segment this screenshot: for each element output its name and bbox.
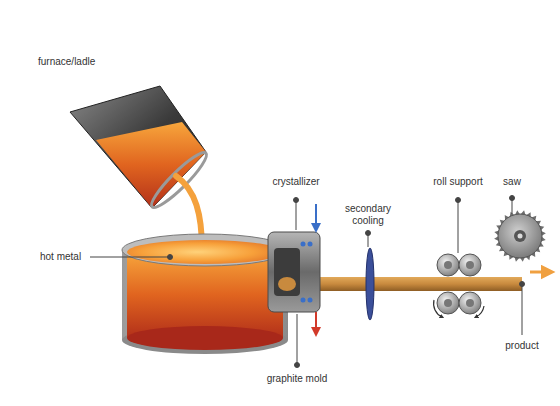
saw-teeth bbox=[494, 210, 546, 262]
part-label: furnace/ladle bbox=[38, 56, 95, 68]
cast-bar bbox=[288, 277, 522, 291]
crystallizer-mold bbox=[268, 204, 320, 332]
part-label: hot metal bbox=[40, 251, 81, 263]
tundish bbox=[122, 234, 288, 354]
feed-arrow bbox=[530, 271, 548, 274]
cooling-ring bbox=[366, 248, 374, 320]
part-label: crystallizer bbox=[272, 176, 319, 188]
part-label: secondary cooling bbox=[336, 203, 400, 227]
part-label: graphite mold bbox=[267, 373, 328, 385]
part-label: saw bbox=[503, 176, 521, 188]
part-label: roll support bbox=[433, 176, 482, 188]
support-rolls bbox=[434, 254, 484, 317]
leader-lines bbox=[90, 196, 525, 368]
saw-blade bbox=[494, 210, 546, 262]
part-label: product bbox=[505, 340, 538, 352]
